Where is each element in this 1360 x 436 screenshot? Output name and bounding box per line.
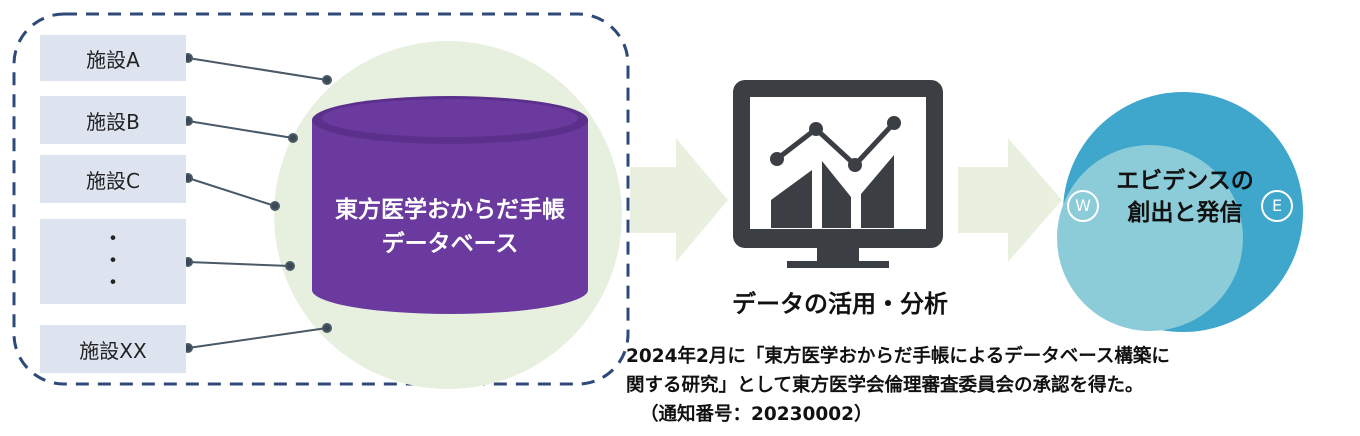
- facility-b-box: 施設B: [40, 96, 186, 144]
- facility-b-label: 施設B: [86, 109, 140, 134]
- e-badge: E: [1271, 196, 1283, 215]
- w-badge: W: [1075, 196, 1091, 215]
- evidence-label-line2: 創出と発信: [1127, 200, 1243, 226]
- database-cylinder-icon: [312, 96, 588, 314]
- analysis-caption: データの活用・分析: [732, 290, 948, 318]
- facility-c-label: 施設C: [86, 168, 140, 193]
- arrow-to-analysis: [630, 138, 728, 262]
- database-label-line2: データベース: [381, 231, 519, 257]
- approval-note-line2: 関する研究」として東方医学会倫理審査委員会の承認を得た。: [626, 375, 1144, 396]
- facility-xx-label: 施設XX: [79, 338, 147, 363]
- evidence-label-line1: エビデンスの: [1116, 168, 1254, 194]
- database-label-line1: 東方医学おからだ手帳: [335, 197, 565, 223]
- analytics-monitor-icon: [733, 80, 943, 268]
- approval-note-line1: 2024年2月に「東方医学おからだ手帳によるデータベース構築に: [626, 346, 1170, 367]
- database-label: 東方医学おからだ手帳 データベース: [305, 193, 595, 261]
- facility-xx-box: 施設XX: [40, 325, 186, 373]
- evidence-circle-icon: [1057, 92, 1303, 332]
- approval-note-line3: （通知番号：20230002）: [640, 404, 873, 425]
- facility-group-border: [12, 12, 630, 386]
- ellipsis-dot: ・: [101, 270, 124, 296]
- facility-c-box: 施設C: [40, 155, 186, 203]
- evidence-label: エビデンスの 創出と発信: [1095, 165, 1275, 229]
- facility-ellipsis-box: ・ ・ ・: [40, 219, 186, 304]
- facility-a-box: 施設A: [40, 35, 186, 81]
- ellipsis-dot: ・: [101, 226, 124, 252]
- approval-note: 2024年2月に「東方医学おからだ手帳によるデータベース構築に 関する研究」とし…: [626, 342, 1354, 429]
- facility-a-label: 施設A: [86, 47, 140, 72]
- ellipsis-dot: ・: [101, 248, 124, 274]
- arrow-to-evidence: [958, 138, 1062, 262]
